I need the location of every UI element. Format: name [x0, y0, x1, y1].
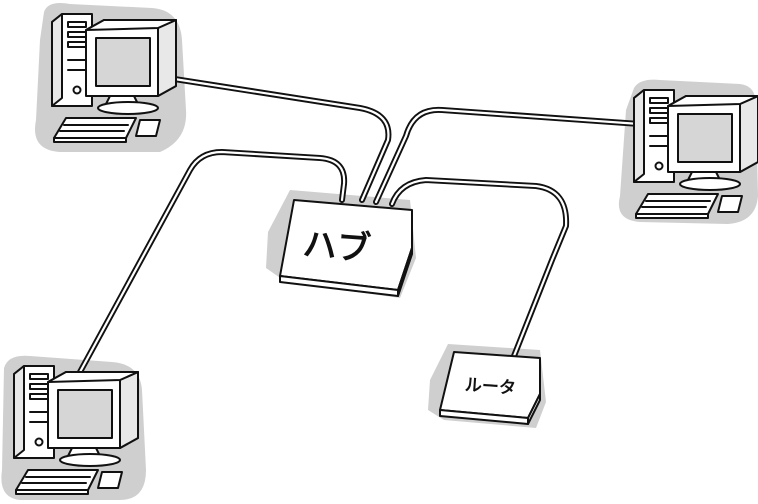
router-label: ルータ: [464, 375, 516, 399]
computer-top-left: [51, 13, 177, 143]
cable-bottom-left-to-hub: [77, 149, 348, 375]
cable-right-to-hub: [373, 106, 643, 205]
cable-hub-to-router: [389, 177, 570, 359]
hub-device: ハブ: [279, 199, 413, 297]
cables: [77, 75, 643, 375]
cable-top-left-to-hub: [165, 75, 392, 203]
router-device: ルータ: [439, 351, 541, 425]
computer-right: [633, 89, 758, 219]
hub-label: ハブ: [301, 225, 372, 270]
computer-bottom-left: [13, 365, 139, 495]
